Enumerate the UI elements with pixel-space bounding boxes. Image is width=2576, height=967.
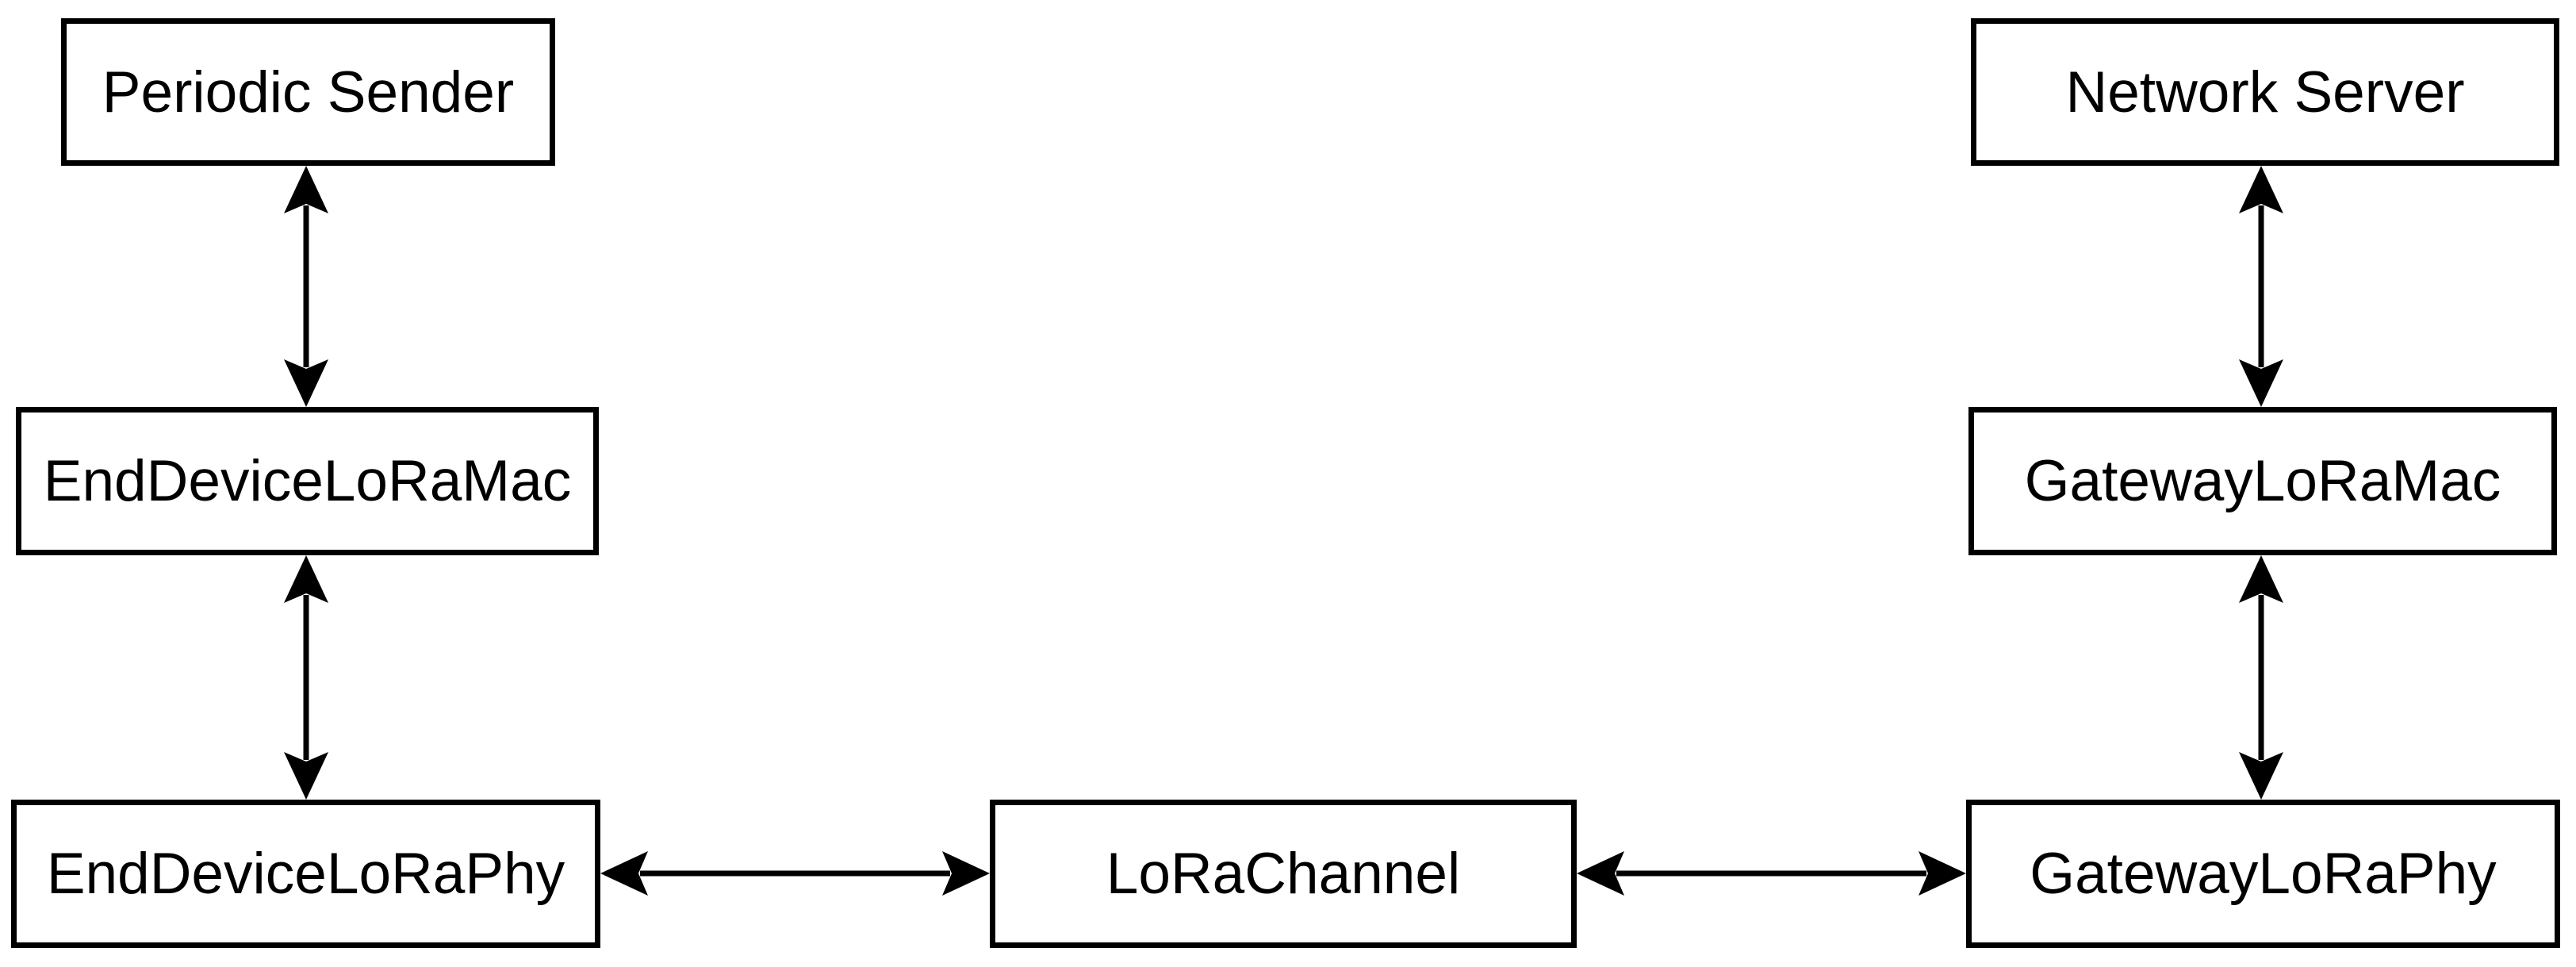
node-label: Network Server [2065,59,2465,125]
node-label: LoRaChannel [1106,842,1461,906]
node-gateway-lora-mac: GatewayLoRaMac [1968,407,2557,555]
edge-lora-channel-gateway-lora-phy [1577,851,1966,896]
node-periodic-sender: Periodic Sender [61,18,555,166]
node-end-device-lora-mac: EndDeviceLoRaMac [16,407,599,555]
node-network-server: Network Server [1971,18,2559,166]
node-label: GatewayLoRaMac [2024,449,2501,513]
node-label: GatewayLoRaPhy [2030,842,2497,906]
edge-end-device-lora-mac-end-device-lora-phy [284,555,328,800]
edge-end-device-lora-phy-lora-channel [600,851,990,896]
node-gateway-lora-phy: GatewayLoRaPhy [1966,800,2560,948]
node-end-device-lora-phy: EndDeviceLoRaPhy [11,800,600,948]
node-label: EndDeviceLoRaPhy [46,842,565,906]
node-label: Periodic Sender [102,59,515,125]
edge-gateway-lora-phy-gateway-lora-mac [2239,555,2283,800]
edge-periodic-sender-end-device-lora-mac [284,166,328,407]
node-label: EndDeviceLoRaMac [43,449,572,513]
node-lora-channel: LoRaChannel [990,800,1577,948]
edge-gateway-lora-mac-network-server [2239,166,2283,407]
